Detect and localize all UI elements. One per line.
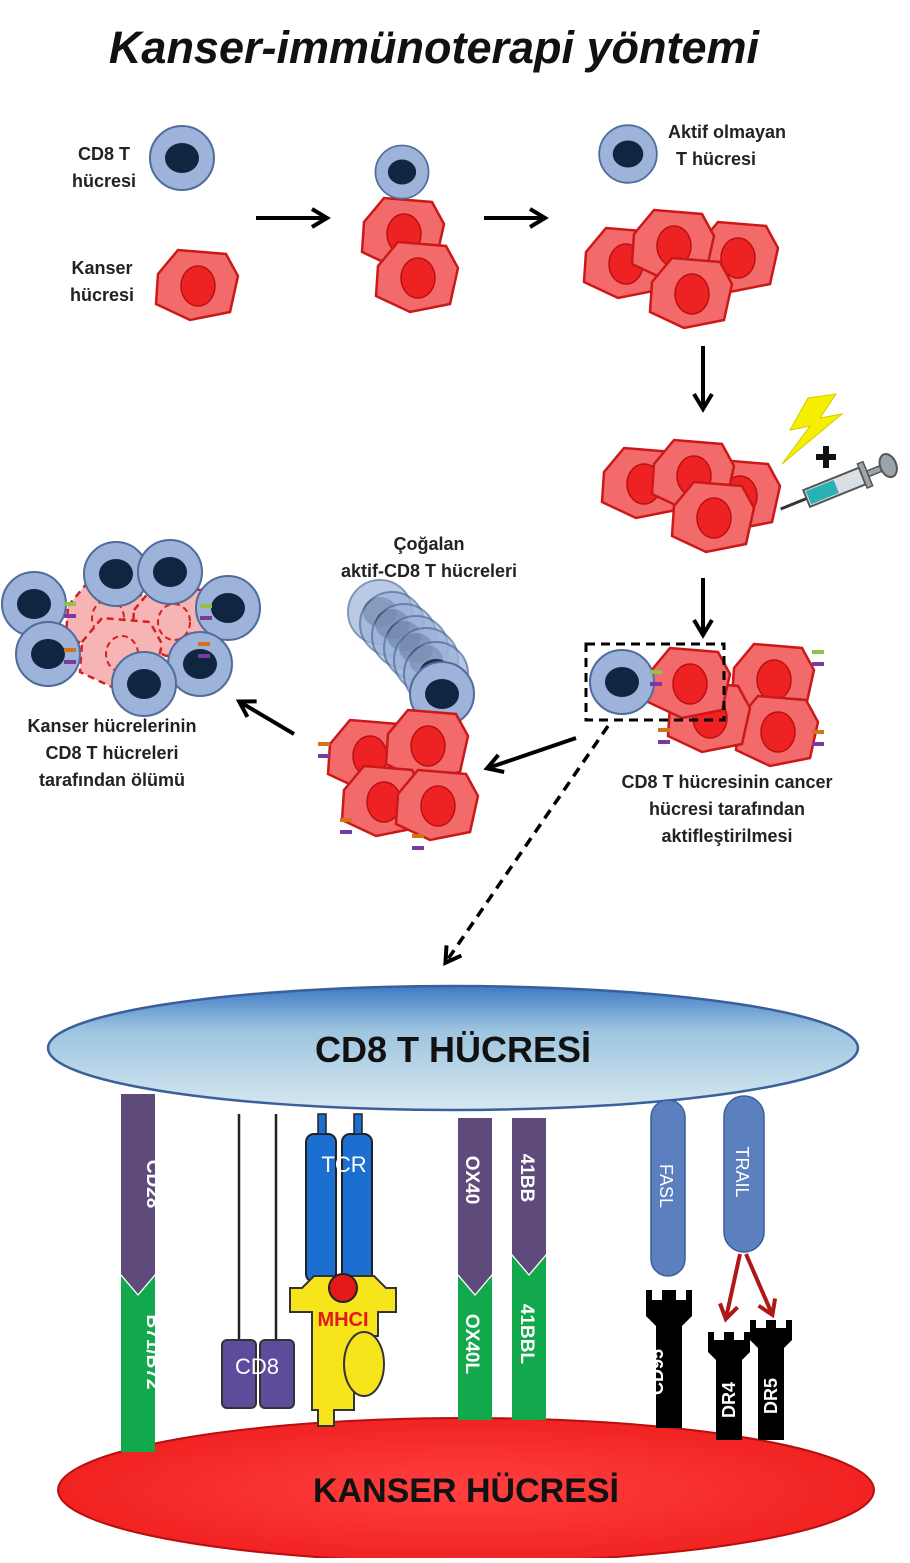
cancer-cell-icon <box>394 768 480 842</box>
label-line: CD8 T hücresinin cancer <box>621 772 833 792</box>
b71-ligand <box>121 1276 155 1452</box>
trail-ligand <box>723 1095 765 1253</box>
proliferating-t-cells <box>347 579 475 727</box>
arrow-left <box>235 699 296 736</box>
cd8-t-cell-icon <box>374 144 430 200</box>
ox40-label: OX40 <box>461 1156 482 1205</box>
killed-cancer-cluster <box>1 539 261 717</box>
label-line: aktifleştirilmesi <box>661 826 793 846</box>
dr4-label: DR4 <box>719 1382 739 1418</box>
cancer-cell-icon <box>670 480 756 554</box>
proliferating-label: Çoğalan aktif-CD8 T hücreleri <box>318 531 540 585</box>
label-line: tarafından ölümü <box>38 770 185 790</box>
fasl-label: FASL <box>656 1164 676 1208</box>
plus-icon <box>816 446 836 468</box>
page-title: Kanser-immünoterapi yöntemi <box>108 22 760 73</box>
cd8-t-cell-label: CD8 T hücresi <box>58 141 150 195</box>
cd95-receptor <box>646 1290 692 1428</box>
label-line: CD8 T <box>77 144 130 164</box>
surface-marker <box>410 834 426 850</box>
cd8-t-cell-icon <box>589 649 655 715</box>
surface-marker <box>338 818 354 834</box>
label-line: Kanser <box>71 258 133 278</box>
zoom-arrow <box>443 725 610 967</box>
tcr-label: TCR <box>321 1152 366 1177</box>
cd8-t-cell-icon <box>149 125 215 191</box>
cd28-label: CD28 <box>142 1160 163 1209</box>
ox40l-ligand <box>458 1276 492 1420</box>
killing-label: Kanser hücrelerinin CD8 T hücreleri tara… <box>10 713 214 794</box>
arrow-left <box>483 736 577 774</box>
trail-arrow <box>726 1253 742 1318</box>
ox40-receptor <box>458 1118 492 1274</box>
cd95-label: CD95 <box>647 1349 667 1395</box>
antigen-peptide <box>328 1273 358 1303</box>
cancer-cell-icon <box>154 248 240 322</box>
mhci-label: MHCI <box>317 1309 368 1331</box>
cd8-coreceptor <box>221 1339 257 1409</box>
trail-arrow <box>744 1253 772 1314</box>
cancer-cell-icon <box>374 240 460 314</box>
dr4-receptor <box>708 1332 750 1440</box>
inactive-t-cell-icon <box>598 124 658 184</box>
fasl-ligand <box>650 1099 686 1277</box>
dr5-receptor <box>750 1320 792 1440</box>
label-line: aktif-CD8 T hücreleri <box>340 561 518 581</box>
label-line: Kanser hücrelerinin <box>27 716 197 736</box>
ox40l-label: OX40L <box>461 1314 482 1375</box>
syringe-icon <box>780 452 898 511</box>
label-line: CD8 T hücreleri <box>45 743 179 763</box>
cancer-cell-icon <box>648 256 734 330</box>
surface-marker <box>316 742 332 758</box>
lightning-icon <box>781 393 844 465</box>
cancer-cell-label: KANSER HÜCRESİ <box>313 1472 619 1510</box>
t-cell-label: CD8 T HÜCRESİ <box>315 1029 591 1070</box>
label-line: hücresi tarafından <box>648 799 806 819</box>
cd28-receptor <box>121 1094 155 1274</box>
trail-label: TRAIL <box>732 1146 752 1197</box>
41bbl-ligand <box>512 1256 546 1420</box>
label-line: hücresi <box>71 171 137 191</box>
label-line: Çoğalan <box>393 534 465 554</box>
b71-label: B71/B72 <box>142 1315 163 1390</box>
zoom-box <box>584 642 726 722</box>
t-cell-membrane <box>46 984 860 1112</box>
label-line: T hücresi <box>676 149 757 169</box>
dr5-label: DR5 <box>761 1378 781 1414</box>
label-line: hücresi <box>69 285 135 305</box>
surface-marker <box>810 650 826 666</box>
41bb-receptor <box>512 1118 546 1254</box>
41bb-label: 41BB <box>516 1154 537 1203</box>
cancer-cell-label-top: Kanser hücresi <box>56 255 148 309</box>
cd8-label: CD8 <box>235 1354 279 1379</box>
41bbl-label: 41BBL <box>516 1304 537 1365</box>
label-line: Aktif olmayan <box>668 122 787 142</box>
inactive-t-cell-label: Aktif olmayan T hücresi <box>668 119 868 173</box>
activation-label: CD8 T hücresinin cancer hücresi tarafınd… <box>596 769 858 850</box>
